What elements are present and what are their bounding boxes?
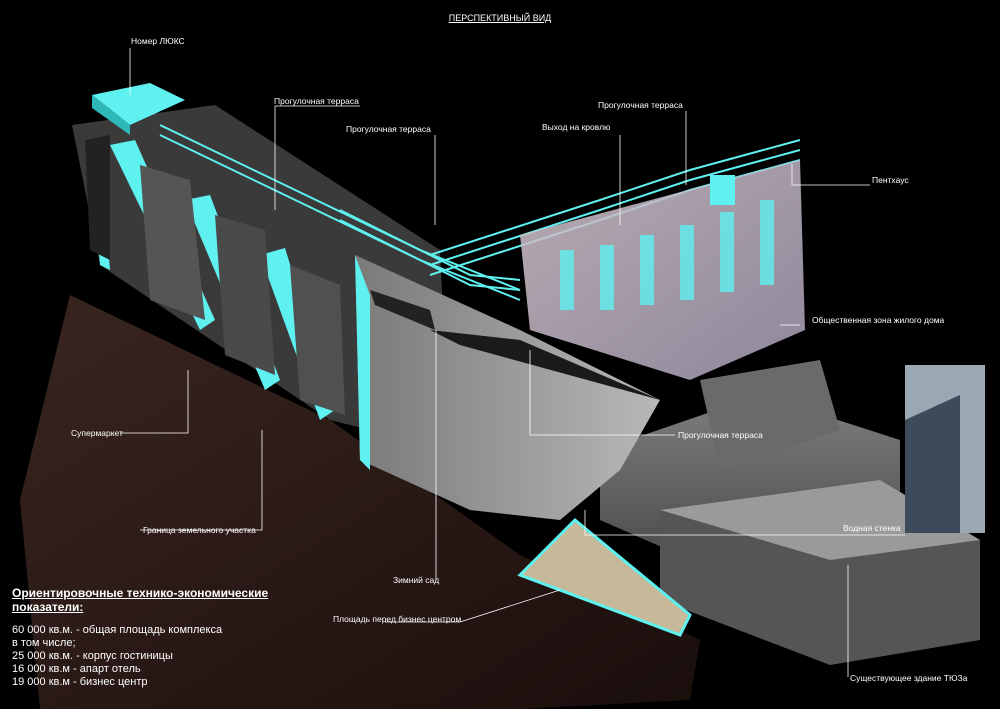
spec-line: 25 000 кв.м. - корпус гостиницы xyxy=(12,650,173,662)
label-public-zone: Общественная зона жилого дома xyxy=(812,315,945,325)
label-promenade-terrace-4: Прогулочная терраса xyxy=(678,430,763,440)
terrace-strips xyxy=(159,124,801,301)
spec-line: 19 000 кв.м - бизнес центр xyxy=(12,676,148,688)
residential-block xyxy=(520,160,805,380)
business-center xyxy=(355,255,660,520)
label-promenade-terrace-1: Прогулочная терраса xyxy=(274,96,359,106)
label-promenade-terrace-2: Прогулочная терраса xyxy=(346,124,431,134)
label-suite: Номер ЛЮКС xyxy=(131,36,185,46)
label-water-wall: Водная стенка xyxy=(843,523,901,533)
technical-indicators: Ориентировочные технико-экономические по… xyxy=(12,586,312,689)
label-roof-exit: Выход на кровлю xyxy=(542,122,611,132)
label-supermarket: Супермаркет xyxy=(71,428,123,438)
technical-indicators-heading: Ориентировочные технико-экономические по… xyxy=(12,586,269,614)
ground-plane xyxy=(20,295,700,709)
page-title: ПЕРСПЕКТИВНЫЙ ВИД xyxy=(448,13,552,23)
label-plaza: Площадь перед бизнес центром xyxy=(333,614,462,624)
water-wall-inset xyxy=(905,365,985,533)
callout-leaders xyxy=(120,48,905,677)
spec-line: в том числе; xyxy=(12,637,76,649)
plaza-triangle xyxy=(517,517,692,637)
label-existing-building: Существующее здание ТЮЗа xyxy=(850,673,968,683)
label-penthouse: Пентхаус xyxy=(872,175,909,185)
existing-building-block xyxy=(600,360,980,665)
label-site-boundary: Граница земельного участка xyxy=(143,525,256,535)
label-winter-garden: Зимний сад xyxy=(393,575,440,585)
spec-line: 60 000 кв.м. - общая площадь комплекса xyxy=(12,624,223,636)
hotel-wing xyxy=(72,83,450,450)
label-promenade-terrace-3: Прогулочная терраса xyxy=(598,100,683,110)
spec-line: 16 000 кв.м - апарт отель xyxy=(12,663,141,675)
